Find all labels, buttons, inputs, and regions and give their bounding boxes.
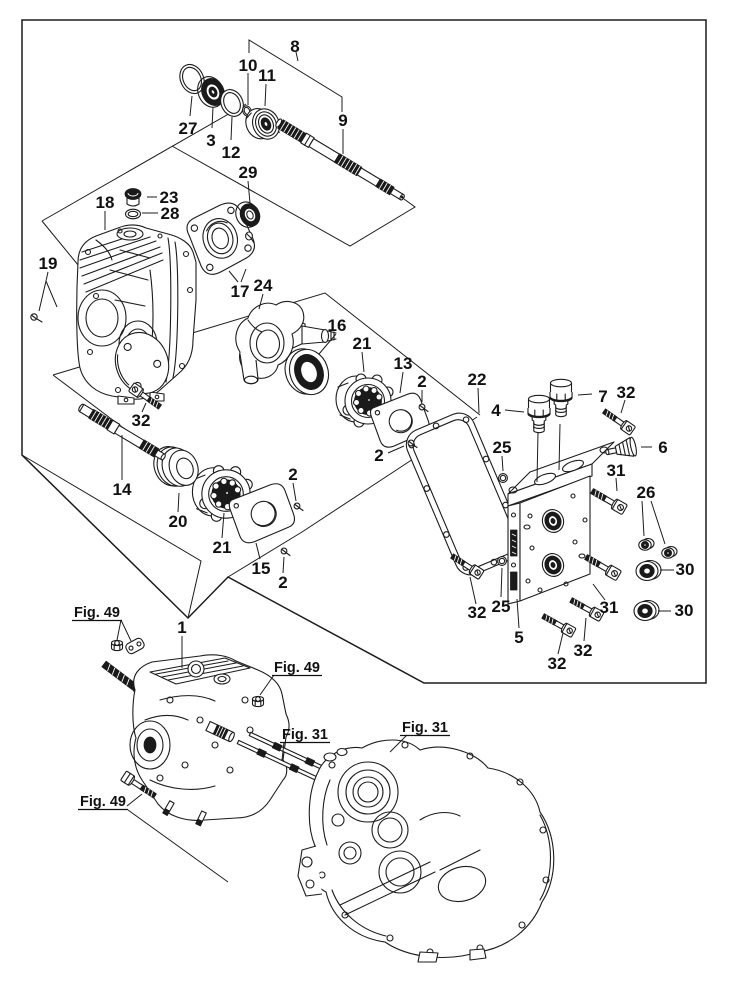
- collar-20: [148, 439, 203, 495]
- part-label-2: 2: [417, 372, 426, 391]
- part-label-4: 4: [491, 401, 501, 420]
- svg-text:Fig. 31: Fig. 31: [282, 727, 328, 743]
- leader-lines: [39, 73, 674, 882]
- part-label-22: 22: [468, 370, 487, 389]
- yoke-24: [236, 301, 336, 383]
- seal-29: [232, 198, 264, 231]
- figure-reference: Fig. 31: [400, 720, 450, 736]
- part-label-18: 18: [96, 193, 115, 212]
- part-label-1: 1: [177, 618, 186, 637]
- part-label-6: 6: [658, 438, 667, 457]
- ring-25-upper: [498, 473, 508, 483]
- part-label-9: 9: [338, 111, 347, 130]
- diagram-border: [22, 20, 706, 683]
- ring-12: [217, 86, 248, 120]
- screw-2d: [280, 547, 291, 557]
- plate-15: [227, 481, 298, 546]
- part-label-21: 21: [353, 334, 372, 353]
- part-label-13: 13: [394, 354, 413, 373]
- gasket-22: [401, 408, 528, 580]
- part-label-2: 2: [288, 465, 297, 484]
- clamp-fig49: [124, 637, 145, 655]
- part-label-31: 31: [607, 461, 626, 480]
- part-label-32: 32: [548, 654, 567, 673]
- figure-reference: Fig. 49: [78, 794, 128, 810]
- part-label-14: 14: [113, 480, 132, 499]
- part-label-26: 26: [637, 483, 656, 502]
- part-label-25: 25: [492, 597, 511, 616]
- svg-text:Fig. 49: Fig. 49: [74, 605, 120, 621]
- part-label-16: 16: [328, 316, 347, 335]
- bolt-fig49c: [121, 771, 158, 801]
- plug-6: [604, 437, 638, 462]
- part-label-29: 29: [239, 163, 258, 182]
- seal-16: [279, 342, 335, 401]
- screw-2c: [293, 502, 304, 512]
- svg-text:Fig. 49: Fig. 49: [274, 660, 320, 676]
- nut-fig49b: [251, 695, 265, 708]
- ring-28: [126, 209, 141, 219]
- part-label-19: 19: [39, 254, 58, 273]
- bolt-32-topright: [600, 406, 637, 436]
- figref-layer: Fig. 49 Fig. 49 Fig. 49 Fig. 31 Fig. 31: [72, 605, 450, 810]
- nut-fig49a: [110, 639, 124, 652]
- part-label-31: 31: [600, 598, 619, 617]
- shaft-9: [274, 117, 406, 203]
- part-label-32: 32: [468, 603, 487, 622]
- seal-30-upper: [635, 559, 662, 582]
- pump-assembly-1: [102, 655, 289, 826]
- part-label-12: 12: [222, 143, 241, 162]
- part-label-21: 21: [213, 538, 232, 557]
- figure-reference: Fig. 49: [72, 605, 122, 621]
- cup-plug-26a: [638, 537, 655, 551]
- part-label-30: 30: [676, 560, 695, 579]
- part-label-25: 25: [493, 438, 512, 457]
- part-label-11: 11: [258, 66, 276, 85]
- cup-plug-26b: [661, 545, 678, 559]
- callout-layer: 1222234567891011121314151617181920212122…: [39, 37, 695, 673]
- part-label-28: 28: [161, 204, 180, 223]
- part-label-32: 32: [132, 411, 151, 430]
- part-label-10: 10: [239, 56, 258, 75]
- plug-23: [125, 189, 141, 207]
- bolt-32-bottom-mid: [539, 610, 577, 639]
- part-label-7: 7: [598, 387, 607, 406]
- part-label-17: 17: [231, 282, 250, 301]
- bolt-31-upper: [588, 485, 629, 516]
- valve-block-5: [508, 442, 614, 604]
- part-label-32: 32: [617, 383, 636, 402]
- part-label-30: 30: [675, 601, 694, 620]
- ring-25-lower: [497, 556, 507, 566]
- plug-4: [527, 394, 551, 434]
- part-label-20: 20: [169, 512, 188, 531]
- svg-text:Fig. 31: Fig. 31: [402, 720, 448, 736]
- bearing-11: [241, 102, 284, 146]
- figure-reference: Fig. 49: [272, 660, 322, 676]
- part-label-8: 8: [290, 37, 299, 56]
- transmission-housing-fig31: [298, 740, 554, 962]
- part-label-5: 5: [514, 628, 523, 647]
- part-label-32: 32: [574, 641, 593, 660]
- part-label-27: 27: [179, 119, 198, 138]
- shaft-14: [77, 402, 168, 463]
- part-label-15: 15: [252, 559, 271, 578]
- seal-3: [193, 72, 229, 111]
- part-label-24: 24: [254, 276, 273, 295]
- part-label-23: 23: [160, 188, 179, 207]
- part-label-3: 3: [206, 131, 215, 150]
- part-label-2: 2: [374, 446, 383, 465]
- part-label-2: 2: [278, 573, 287, 592]
- screw-17: [246, 232, 254, 243]
- figure-reference: Fig. 31: [280, 727, 330, 743]
- plug-7: [549, 378, 573, 418]
- svg-text:Fig. 49: Fig. 49: [80, 794, 126, 810]
- seal-30-lower: [633, 599, 660, 622]
